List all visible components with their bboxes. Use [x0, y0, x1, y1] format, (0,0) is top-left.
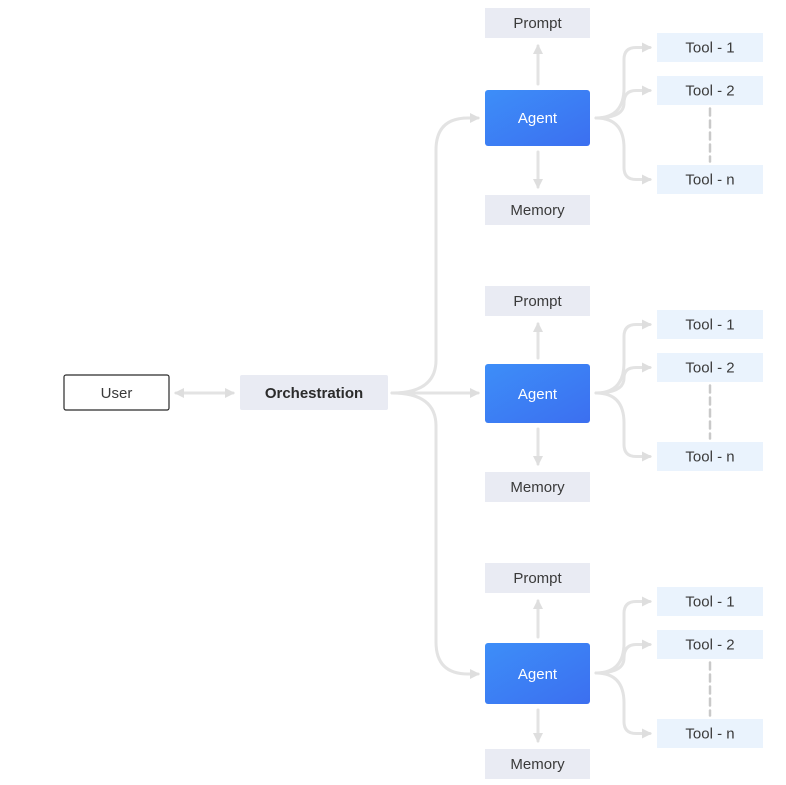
tool-label: Tool - 1: [685, 317, 734, 334]
agent-label: Agent: [518, 666, 558, 683]
memory-label: Memory: [510, 479, 565, 496]
tool-box: [657, 310, 763, 339]
orchestration-to-agent-1-arrow: [390, 113, 480, 395]
memory-box: [485, 472, 590, 502]
agent-3-to-tool-n-arrow: [594, 671, 652, 739]
tool-node[interactable]: Tool - 2: [657, 353, 763, 382]
tool-box: [657, 587, 763, 616]
tool-box: [657, 165, 763, 194]
prompt-node[interactable]: Prompt: [485, 8, 590, 38]
tool-box: [657, 630, 763, 659]
tool-label: Tool - 1: [685, 40, 734, 57]
tool-label: Tool - n: [685, 449, 734, 466]
prompt-label: Prompt: [513, 15, 562, 32]
agent-2-to-tool-n-arrow: [594, 391, 652, 462]
agent-3-to-tool-1-arrow: [594, 596, 652, 675]
prompt-box: [485, 286, 590, 316]
agent-1-to-tool-1-arrow: [594, 42, 652, 120]
orchestration-to-agent-3-arrow: [390, 391, 480, 679]
agent-box: [485, 643, 590, 704]
orchestration-label: Orchestration: [265, 385, 363, 402]
agent-label: Agent: [518, 110, 558, 127]
agent-1-to-tool-2-arrow: [594, 85, 652, 120]
tool-box: [657, 76, 763, 105]
prompt-node[interactable]: Prompt: [485, 286, 590, 316]
agent-group-2: Prompt Agent Memory Tool - 1 Tool - 2 To…: [485, 286, 763, 502]
memory-label: Memory: [510, 756, 565, 773]
tool-node[interactable]: Tool - 1: [657, 587, 763, 616]
agent-group-3: Prompt Agent Memory Tool - 1 Tool - 2 To…: [485, 563, 763, 779]
tool-node[interactable]: Tool - 1: [657, 310, 763, 339]
tool-label: Tool - 2: [685, 83, 734, 100]
tool-node[interactable]: Tool - 2: [657, 76, 763, 105]
tool-box: [657, 719, 763, 748]
prompt-label: Prompt: [513, 293, 562, 310]
agent-box: [485, 364, 590, 423]
agent-label: Agent: [518, 386, 558, 403]
tool-node[interactable]: Tool - 2: [657, 630, 763, 659]
memory-box: [485, 195, 590, 225]
tool-node[interactable]: Tool - 1: [657, 33, 763, 62]
prompt-box: [485, 8, 590, 38]
tool-node[interactable]: Tool - n: [657, 719, 763, 748]
agent-1-to-tool-n-arrow: [594, 116, 652, 185]
tool-node[interactable]: Tool - n: [657, 442, 763, 471]
tool-label: Tool - n: [685, 726, 734, 743]
prompt-node[interactable]: Prompt: [485, 563, 590, 593]
agent-node[interactable]: Agent: [485, 364, 590, 423]
orchestration-box: [240, 375, 388, 410]
memory-node[interactable]: Memory: [485, 472, 590, 502]
memory-box: [485, 749, 590, 779]
user-node[interactable]: User: [63, 374, 170, 411]
connectors: [174, 42, 712, 743]
tool-label: Tool - 2: [685, 360, 734, 377]
tool-label: Tool - 1: [685, 594, 734, 611]
agent-group-1: Prompt Agent Memory Tool - 1 Tool - 2 To…: [485, 8, 763, 225]
prompt-label: Prompt: [513, 570, 562, 587]
agent-node[interactable]: Agent: [485, 90, 590, 146]
tool-box: [657, 33, 763, 62]
agent-3-to-tool-2-arrow: [594, 639, 652, 675]
memory-label: Memory: [510, 202, 565, 219]
prompt-box: [485, 563, 590, 593]
agent-node[interactable]: Agent: [485, 643, 590, 704]
agent-box: [485, 90, 590, 146]
orchestration-node[interactable]: Orchestration: [240, 375, 388, 410]
agent-2-to-tool-1-arrow: [594, 319, 652, 395]
agent-2-to-tool-2-arrow: [594, 362, 652, 395]
memory-node[interactable]: Memory: [485, 749, 590, 779]
memory-node[interactable]: Memory: [485, 195, 590, 225]
tool-box: [657, 442, 763, 471]
tool-label: Tool - n: [685, 172, 734, 189]
tool-node[interactable]: Tool - n: [657, 165, 763, 194]
user-box: [63, 374, 170, 411]
tool-box: [657, 353, 763, 382]
user-label: User: [101, 385, 133, 402]
tool-label: Tool - 2: [685, 637, 734, 654]
